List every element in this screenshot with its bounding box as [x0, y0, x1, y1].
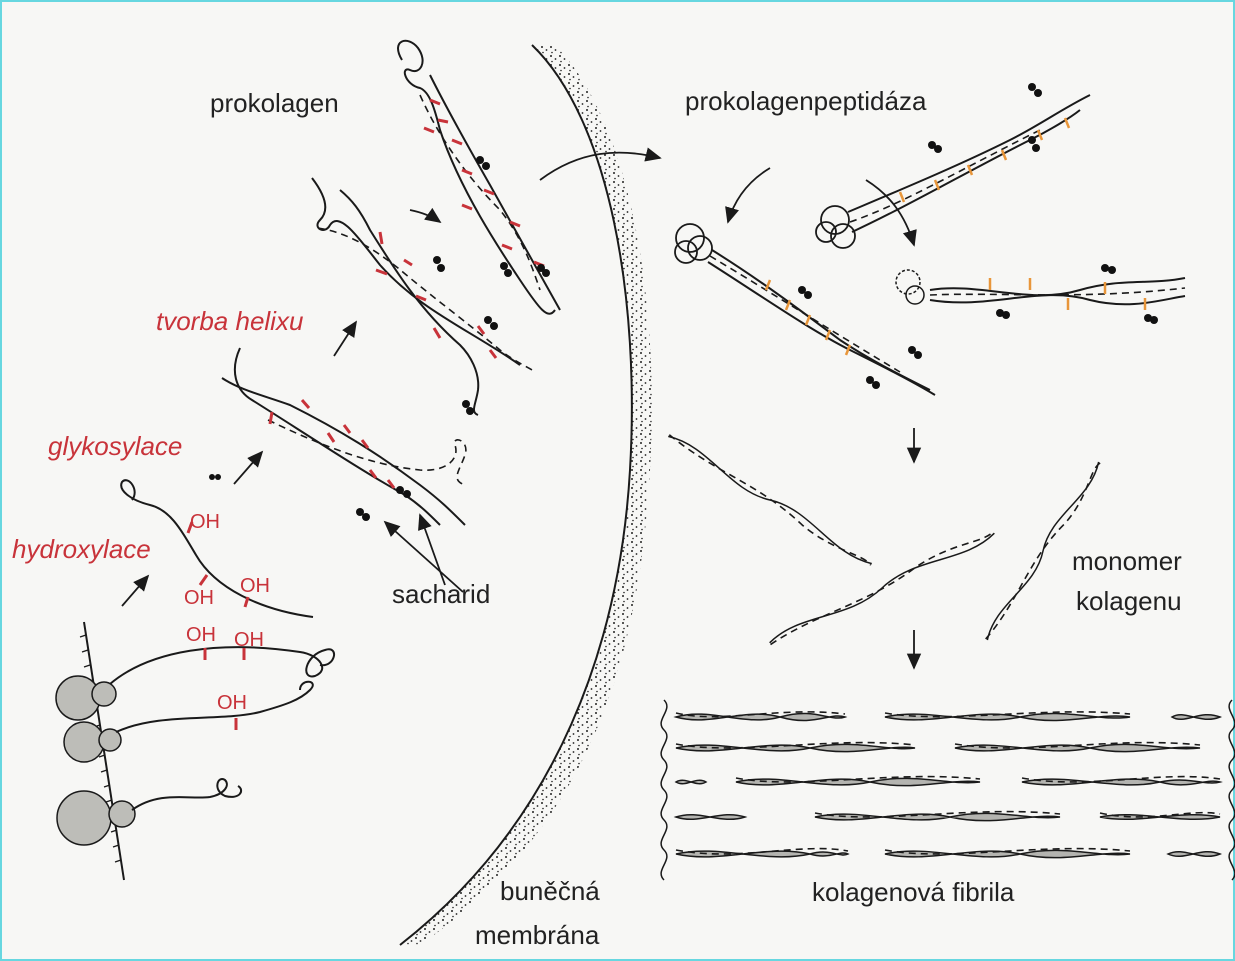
- label-hydroxylace: hydroxylace: [12, 534, 151, 564]
- label-prokolagenpeptidaza: prokolagenpeptidáza: [685, 86, 927, 116]
- label-bunecna: buněčná: [500, 876, 600, 906]
- label-kolagenu: kolagenu: [1076, 586, 1182, 616]
- cell-membrane: [400, 45, 652, 945]
- procollagen-molecule: [398, 41, 560, 314]
- ribosome: [56, 676, 116, 720]
- glycosylated-chains: [222, 348, 466, 525]
- nascent-polypeptide-chains: [110, 647, 334, 810]
- label-prokolagen: prokolagen: [210, 88, 339, 118]
- label-monomer: monomer: [1072, 546, 1182, 576]
- label-glykosylace: glykosylace: [48, 431, 182, 461]
- label-oh: OH: [186, 624, 216, 646]
- ribosome: [57, 791, 135, 845]
- label-oh: OH: [234, 629, 264, 651]
- collagen-monomers: [665, 433, 1103, 646]
- label-membrana: membrána: [475, 920, 600, 950]
- label-oh: OH: [190, 511, 220, 533]
- process-arrows: [122, 210, 463, 606]
- collagen-fibril: [661, 700, 1235, 880]
- extracellular-procollagen: [675, 83, 1185, 395]
- label-oh: OH: [217, 692, 247, 714]
- saccharide-dots: [209, 156, 550, 521]
- label-tvorba-helixu: tvorba helixu: [156, 306, 303, 336]
- enzyme-arrows: [728, 168, 914, 245]
- ribosome: [64, 722, 121, 762]
- label-oh: OH: [184, 587, 214, 609]
- label-oh: OH: [240, 575, 270, 597]
- label-sacharid: sacharid: [392, 579, 490, 609]
- label-kolagenova-fibrila: kolagenová fibrila: [812, 877, 1015, 907]
